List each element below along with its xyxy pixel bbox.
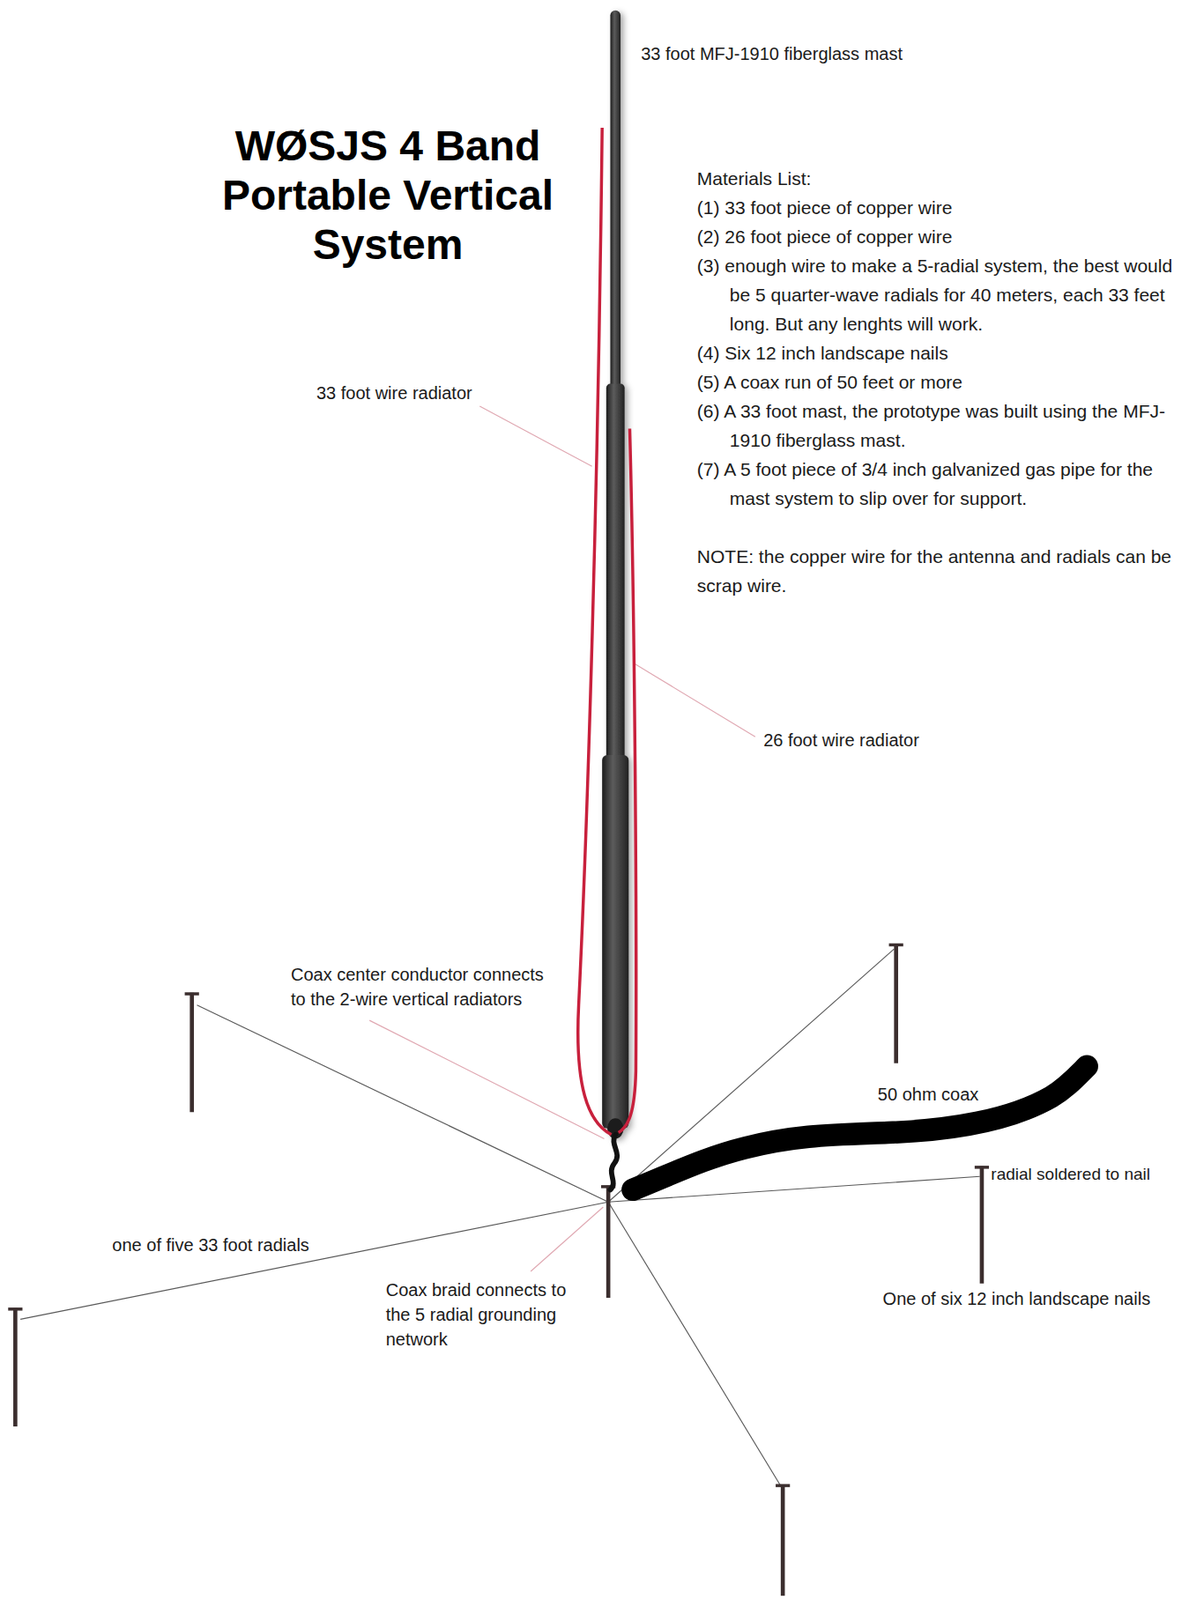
title: WØSJS 4 Band Portable Vertical System — [189, 121, 587, 270]
mast-section — [606, 384, 625, 762]
radiator-wire-33ft — [578, 127, 612, 1136]
callout-label: Coax braid connects to the 5 radial grou… — [386, 1278, 580, 1353]
leader-line — [530, 1207, 603, 1272]
mast-section — [601, 755, 629, 1130]
landscape-nail — [974, 1166, 989, 1285]
note-text: NOTE: the copper wire for the antenna an… — [697, 542, 1174, 601]
callout-label: 33 foot wire radiator — [316, 380, 473, 406]
materials-item: (3) enough wire to make a 5-radial syste… — [697, 251, 1174, 339]
mast-section — [609, 10, 621, 391]
materials-list: Materials List:(1) 33 foot piece of copp… — [697, 163, 1174, 601]
materials-item: (6) A 33 foot mast, the prototype was bu… — [697, 396, 1174, 455]
callout-label: 26 foot wire radiator — [763, 728, 920, 753]
materials-item: (7) A 5 foot piece of 3/4 inch galvanize… — [697, 454, 1174, 513]
materials-item: (5) A coax run of 50 feet or more — [697, 367, 1174, 397]
radiator-wire-26ft — [618, 429, 637, 1134]
landscape-nail — [601, 1186, 616, 1299]
landscape-nail — [775, 1485, 790, 1597]
leader-line — [479, 406, 592, 467]
materials-item: (4) Six 12 inch landscape nails — [697, 338, 1174, 368]
landscape-nail — [185, 993, 200, 1113]
landscape-nails — [7, 943, 989, 1597]
callout-label: one of five 33 foot radials — [111, 1233, 309, 1258]
materials-heading: Materials List: — [697, 163, 1174, 194]
leader-line — [369, 1020, 604, 1139]
leader-line — [633, 663, 756, 737]
callout-label: One of six 12 inch landscape nails — [883, 1286, 1152, 1312]
landscape-nail — [889, 943, 904, 1063]
materials-item: (2) 26 foot piece of copper wire — [697, 222, 1174, 252]
radial-wire — [608, 1202, 782, 1488]
callout-label: radial soldered to nail — [990, 1162, 1151, 1188]
radial-wire — [196, 1005, 609, 1203]
fiberglass-mast — [601, 10, 629, 1140]
materials-item: (1) 33 foot piece of copper wire — [697, 193, 1174, 223]
leader-lines — [369, 406, 756, 1272]
callout-label: Coax center conductor connects to the 2-… — [290, 962, 551, 1012]
callout-label: 50 ohm coax — [877, 1082, 980, 1108]
radial-wires — [20, 949, 980, 1488]
radial-wire — [20, 1202, 609, 1320]
radial-wire — [608, 949, 894, 1203]
landscape-nail — [7, 1308, 23, 1427]
coax-pigtail — [609, 1135, 617, 1191]
mast-label: 33 foot MFJ-1910 fiberglass mast — [640, 41, 903, 67]
